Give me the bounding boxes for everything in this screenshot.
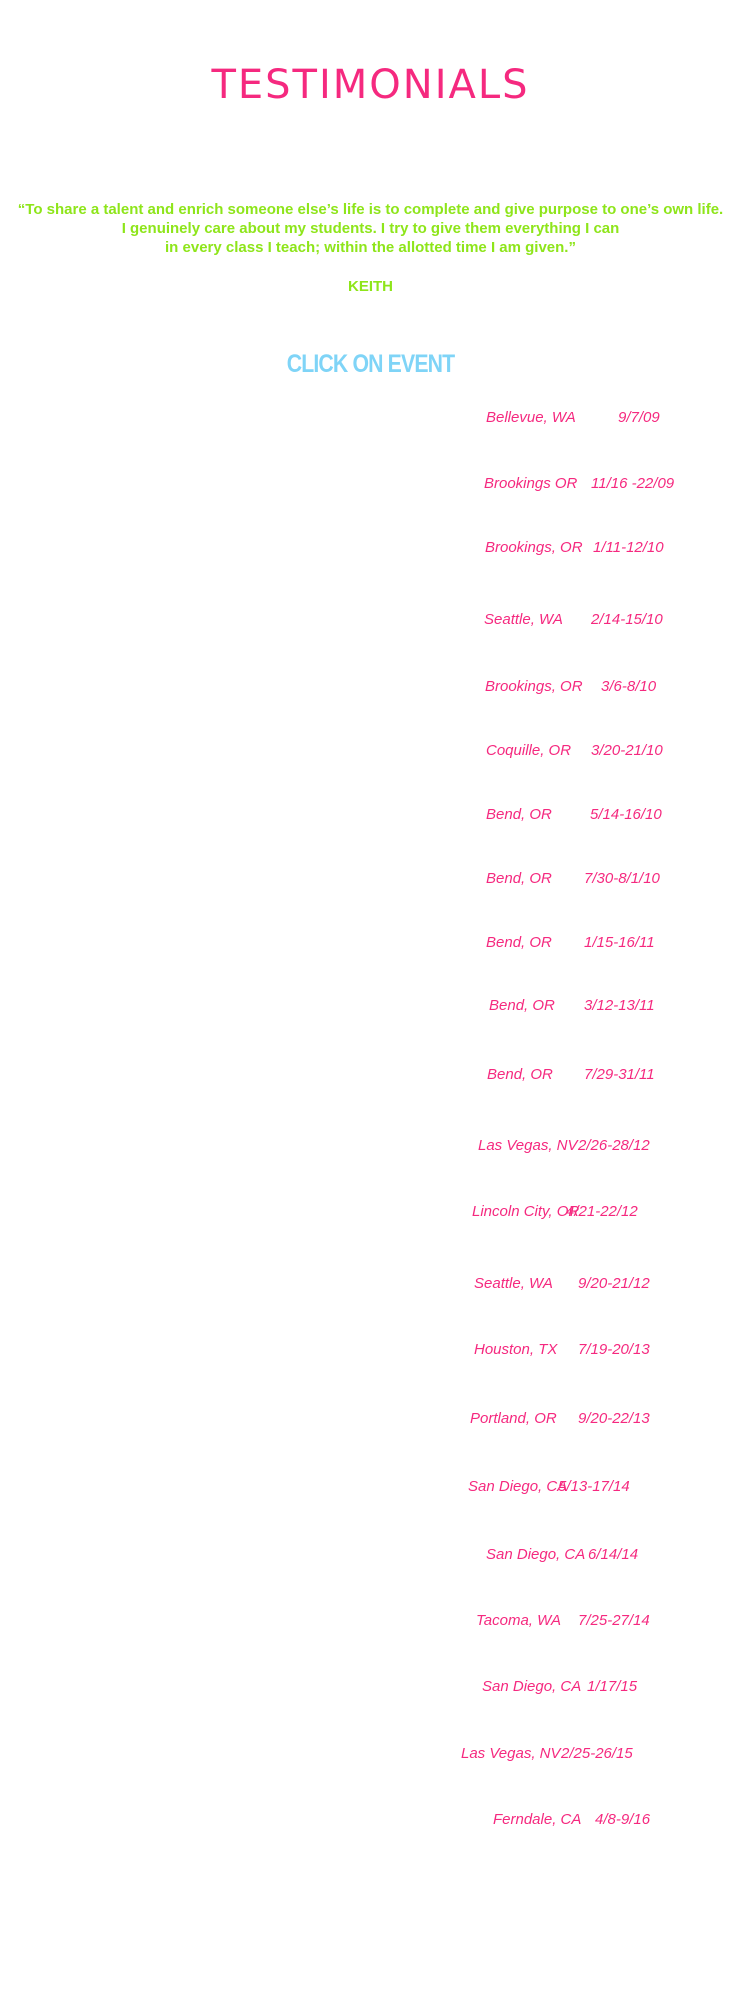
event-date: 1/11-12/10: [593, 539, 664, 556]
quote-line: “To share a talent and enrich someone el…: [17, 201, 724, 218]
event-date: 9/20-21/12: [578, 1275, 650, 1292]
event-date: 7/29-31/11: [584, 1066, 655, 1083]
event-date: 4/21-22/12: [566, 1203, 638, 1220]
event-date: 7/19-20/13: [578, 1341, 650, 1358]
event-date: 9/20-22/13: [578, 1410, 650, 1427]
event-place: Seattle, WA: [484, 611, 563, 628]
event-date: 2/14-15/10: [591, 611, 663, 628]
event-place: Bellevue, WA: [486, 409, 576, 426]
event-place: Portland, OR: [470, 1410, 557, 1427]
event-date: 3/6-8/10: [601, 678, 657, 695]
page-title: TESTIMONIALS: [211, 62, 530, 108]
quote-line: I genuinely care about my students. I tr…: [121, 220, 620, 237]
event-place: Bend, OR: [489, 997, 555, 1014]
event-date: 6/14/14: [588, 1546, 639, 1563]
event-date: 4/8-9/16: [595, 1811, 651, 1828]
event-date: 3/20-21/10: [591, 742, 663, 759]
event-place: Brookings, OR: [485, 539, 583, 556]
quote-author: KEITH: [348, 278, 393, 295]
event-place: Tacoma, WA: [476, 1612, 562, 1629]
event-date: 5/13-17/14: [558, 1478, 630, 1495]
event-place: Ferndale, CA: [493, 1811, 582, 1828]
event-date: 11/16 -22/09: [591, 475, 675, 492]
event-date: 1/15-16/11: [584, 934, 655, 951]
event-place: Las Vegas, NV: [461, 1745, 561, 1762]
event-date: 2/26-28/12: [578, 1137, 650, 1154]
event-place: San Diego, CA: [486, 1546, 586, 1563]
event-place: Seattle, WA: [474, 1275, 553, 1292]
quote-line: in every class I teach; within the allot…: [165, 239, 576, 256]
event-date: 5/14-16/10: [590, 806, 662, 823]
event-date: 2/25-26/15: [561, 1745, 633, 1762]
event-place: Las Vegas, NV: [478, 1137, 578, 1154]
event-date: 7/30-8/1/10: [584, 870, 660, 887]
event-date: 1/17/15: [587, 1678, 638, 1695]
event-place: Bend, OR: [486, 806, 552, 823]
event-place: Brookings OR: [484, 475, 578, 492]
event-place: Bend, OR: [486, 934, 552, 951]
event-place: San Diego, CA: [468, 1478, 568, 1495]
event-place: Brookings, OR: [485, 678, 583, 695]
event-place: Coquille, OR: [486, 742, 572, 759]
event-place: Houston, TX: [474, 1341, 558, 1358]
event-place: Bend, OR: [487, 1066, 553, 1083]
event-date: 9/7/09: [618, 409, 660, 426]
event-place: Bend, OR: [486, 870, 552, 887]
event-place: San Diego, CA: [482, 1678, 582, 1695]
event-place: Lincoln City, OR: [472, 1203, 580, 1220]
click-on-event-heading: CLICK ON EVENT: [286, 350, 455, 378]
event-date: 3/12-13/11: [584, 997, 655, 1014]
event-date: 7/25-27/14: [578, 1612, 650, 1629]
quote: “To share a talent and enrich someone el…: [0, 200, 741, 257]
